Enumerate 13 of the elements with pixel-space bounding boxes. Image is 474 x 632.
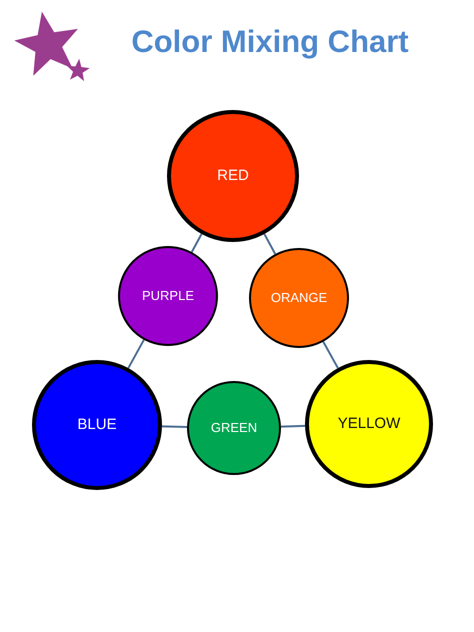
circle-label: GREEN bbox=[210, 420, 258, 436]
connector-line bbox=[127, 339, 145, 369]
circle-label: PURPLE bbox=[142, 288, 194, 304]
connector-line bbox=[190, 234, 202, 253]
connector-line bbox=[162, 425, 188, 428]
circle-label: ORANGE bbox=[270, 290, 328, 306]
circle-label: RED bbox=[217, 168, 249, 184]
circle-label: YELLOW bbox=[338, 416, 400, 432]
connector-line bbox=[322, 341, 339, 369]
circle-label: BLUE bbox=[77, 416, 117, 434]
connector-line bbox=[280, 424, 306, 428]
connector-line bbox=[264, 234, 276, 254]
title: Color Mixing Chart bbox=[130, 23, 410, 61]
